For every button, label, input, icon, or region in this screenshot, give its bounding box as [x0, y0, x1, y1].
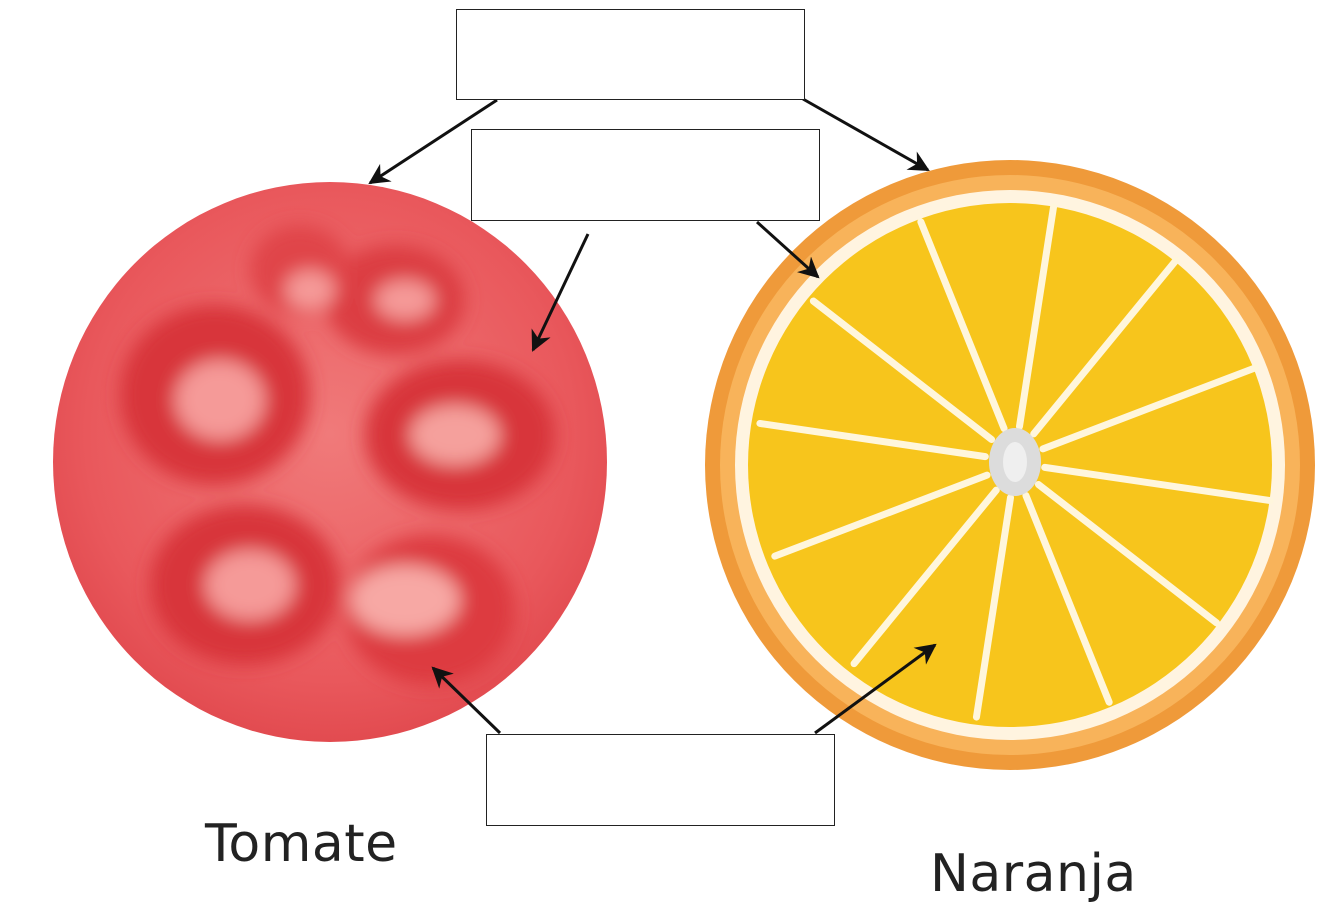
orange-slice: [705, 160, 1315, 770]
answer-box-top[interactable]: [456, 9, 805, 100]
tomato-slice: [53, 182, 607, 742]
answer-box-bottom[interactable]: [486, 734, 835, 826]
answer-box-middle[interactable]: [471, 129, 820, 221]
arrow-top-to-orange-peel: [803, 99, 928, 170]
tomato-label: Tomate: [205, 814, 398, 874]
orange-label: Naranja: [930, 844, 1137, 904]
